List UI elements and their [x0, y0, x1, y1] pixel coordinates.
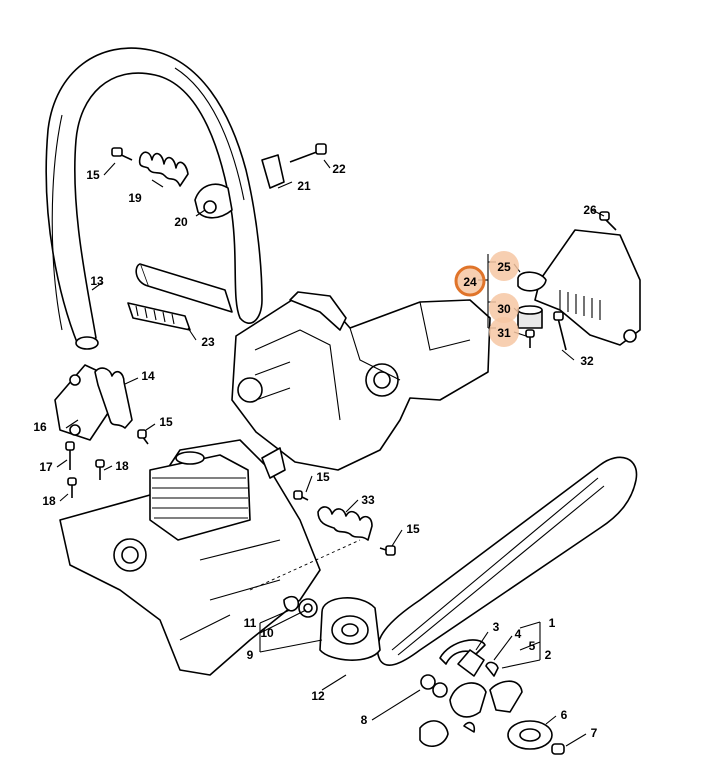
- callout-13: 13: [90, 274, 104, 288]
- callout-11: 11: [244, 616, 257, 630]
- callout-9: 9: [247, 648, 254, 662]
- callout-21: 21: [297, 179, 311, 193]
- callout-14: 14: [141, 369, 155, 383]
- callout-26: 26: [583, 203, 597, 217]
- leader-lines: [56, 159, 605, 747]
- grip-insert: [127, 302, 191, 331]
- callout-23: 23: [201, 335, 215, 349]
- callout-15-mid: 15: [316, 470, 330, 484]
- callout-15-top: 15: [86, 168, 100, 182]
- callout-30: 30: [497, 302, 511, 316]
- callout-8: 8: [361, 713, 368, 727]
- callout-6: 6: [561, 708, 568, 722]
- vibration-spring-33: [293, 490, 396, 556]
- callout-18-left: 18: [42, 494, 56, 508]
- callout-20: 20: [174, 215, 188, 229]
- callout-2: 2: [545, 648, 552, 662]
- callout-19: 19: [128, 191, 142, 205]
- callout-1: 1: [549, 616, 556, 630]
- callout-18-right: 18: [115, 459, 129, 473]
- clutch-assembly: [419, 639, 565, 755]
- callout-32: 32: [580, 354, 594, 368]
- callout-31: 31: [497, 326, 511, 340]
- handle-bar: [45, 47, 263, 350]
- callout-25: 25: [497, 260, 511, 274]
- callout-24: 24: [463, 275, 477, 289]
- highlight-markers: [454, 251, 519, 347]
- highlight-30: [489, 293, 519, 323]
- callout-17: 17: [39, 460, 53, 474]
- callout-4: 4: [515, 627, 522, 641]
- rear-bracket: [517, 211, 641, 351]
- pulley-assembly: [249, 539, 381, 661]
- cylinder-assembly: [59, 439, 321, 676]
- callout-labels: 1 2 3 4 5 6 7 8 9 10 11 12 13 14 15 15 1…: [33, 162, 597, 740]
- highlight-31: [489, 317, 519, 347]
- callout-22: 22: [332, 162, 346, 176]
- highlight-24-fill: [455, 266, 485, 296]
- callout-12: 12: [311, 689, 325, 703]
- highlight-25: [489, 251, 519, 281]
- upper-mount-parts: [111, 143, 327, 219]
- callout-3: 3: [493, 620, 500, 634]
- engine-housing: [231, 291, 491, 471]
- callout-15-right: 15: [406, 522, 420, 536]
- callout-15-left: 15: [159, 415, 173, 429]
- callout-33: 33: [361, 493, 375, 507]
- vibration-mount-left: [54, 364, 149, 498]
- callout-5: 5: [529, 639, 536, 653]
- highlight-24-ring: [454, 265, 486, 297]
- callout-10: 10: [260, 626, 274, 640]
- v-belt: [376, 456, 638, 666]
- callout-16: 16: [33, 420, 47, 434]
- callout-7: 7: [591, 726, 598, 740]
